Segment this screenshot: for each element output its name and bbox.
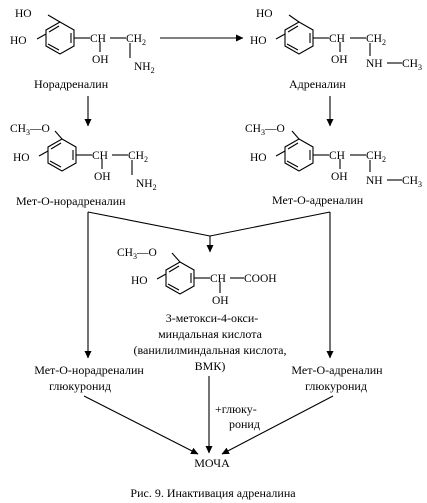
plus-glucuronide-annotation-line1: +глюку- [215, 402, 257, 416]
methylene-subscript: 2 [382, 38, 386, 47]
connector-met-o-adrenaline [209, 211, 331, 237]
methylene-subscript: 2 [382, 155, 386, 164]
met-o-noradrenaline-glucuronide-label-line1: Мет-О-норадреналин [34, 363, 144, 377]
hydroxyl-label: HO [15, 8, 32, 20]
vma-label-line4: ВМК) [195, 359, 226, 373]
methylene-label: CH2 [126, 33, 146, 47]
vma-label-line1: 3-метокси-4-окси- [166, 311, 259, 325]
imino-label: NH [366, 175, 383, 187]
hydroxyl-label: OH [331, 54, 348, 66]
methoxy-subscript: 3 [133, 252, 137, 261]
noradrenaline-label: Норадреналин [34, 77, 109, 91]
imino-label: NH [366, 58, 383, 70]
methyl-subscript: 3 [418, 63, 422, 72]
hydroxyl-label: HO [250, 152, 267, 164]
methyl-text: CH [402, 175, 418, 187]
met-o-adrenaline-label: Мет-О-адреналин [272, 193, 364, 207]
arrow-met-o-noradrenaline-glucuronide-to-urine [83, 395, 199, 455]
hydroxyl-label: HO [131, 275, 148, 287]
methyl-label: CH3 [402, 58, 422, 72]
methyl-text: CH [402, 58, 418, 70]
vma-label-line2: миндальная кислота [158, 327, 263, 341]
urine-label: МОЧА [194, 456, 230, 470]
methylene-text: CH [126, 33, 142, 45]
amino-text: NH [136, 178, 153, 190]
met-o-noradrenaline-glucuronide-label-line2: глюкуронид [49, 379, 111, 393]
methine-label: CH [90, 33, 106, 45]
methyl-label: CH3 [402, 175, 422, 189]
amino-label: NH2 [136, 178, 157, 192]
methylene-text: CH [128, 150, 144, 162]
methine-label: CH [329, 150, 345, 162]
carboxyl-label: COOH [244, 273, 277, 285]
methine-label: CH [92, 150, 108, 162]
methylene-label: CH2 [366, 33, 386, 47]
hydroxyl-label: OH [94, 171, 111, 183]
methoxy-oxygen: O [276, 123, 284, 135]
met-o-adrenaline-glucuronide-label-line1: Мет-О-адреналин [291, 363, 383, 377]
hydroxyl-label: HO [250, 35, 267, 47]
adrenaline-structure: HO HO CH OH CH2 NH CH3 [250, 8, 422, 72]
methine-label: CH [329, 33, 345, 45]
methylene-text: CH [366, 33, 382, 45]
reaction-arrows [83, 34, 334, 455]
hydroxyl-label: HO [10, 35, 27, 47]
methoxy-dash: — [29, 123, 42, 135]
hydroxyl-label: HO [13, 152, 30, 164]
methylene-text: CH [366, 150, 382, 162]
amino-text: NH [134, 61, 151, 73]
methoxy-oxygen: O [148, 247, 156, 259]
met-o-adrenaline-glucuronide-label-line2: глюкуронид [305, 379, 367, 393]
methoxy-dash: — [136, 247, 149, 259]
methoxy-methyl-text: CH [10, 123, 26, 135]
methine-label: CH [210, 273, 226, 285]
connector-met-o-noradrenaline [87, 211, 211, 237]
met-o-noradrenaline-label: Мет-О-норадреналин [16, 194, 126, 208]
methylene-subscript: 2 [144, 155, 148, 164]
methylene-label: CH2 [366, 150, 386, 164]
methoxy-label: CH3—O [245, 123, 285, 137]
hydroxyl-label: OH [212, 295, 229, 307]
methylene-label: CH2 [128, 150, 148, 164]
met-o-noradrenaline-structure: CH3—O HO CH OH CH2 NH2 [10, 123, 157, 192]
amino-subscript: 2 [151, 66, 155, 75]
methoxy-subscript: 3 [261, 128, 265, 137]
noradrenaline-structure: HO HO CH OH CH2 NH2 [10, 8, 155, 75]
methoxy-label: CH3—O [10, 123, 50, 137]
methyl-subscript: 3 [418, 180, 422, 189]
methoxy-methyl-text: CH [117, 247, 133, 259]
plus-glucuronide-annotation-line2: ронид [229, 417, 260, 431]
amino-label: NH2 [134, 61, 155, 75]
methoxy-oxygen: O [41, 123, 49, 135]
vma-label-line3: (ванилилминдальная кислота, [134, 343, 287, 357]
hydroxyl-label: OH [331, 171, 348, 183]
arrow-met-o-adrenaline-glucuronide-to-urine [221, 395, 334, 455]
amino-subscript: 2 [153, 183, 157, 192]
methoxy-methyl-text: CH [245, 123, 261, 135]
hydroxyl-label: HO [256, 8, 273, 20]
methoxy-subscript: 3 [26, 128, 30, 137]
methoxy-dash: — [264, 123, 277, 135]
methylene-subscript: 2 [142, 38, 146, 47]
methoxy-label: CH3—O [117, 247, 157, 261]
adrenaline-label: Адреналин [289, 77, 346, 91]
met-o-adrenaline-structure: CH3—O HO CH OH CH2 NH CH3 [245, 123, 422, 189]
hydroxyl-label: OH [92, 54, 109, 66]
figure-caption: Рис. 9. Инактивация адреналина [130, 486, 296, 500]
vma-structure: CH3—O HO CH OH COOH [117, 247, 277, 307]
